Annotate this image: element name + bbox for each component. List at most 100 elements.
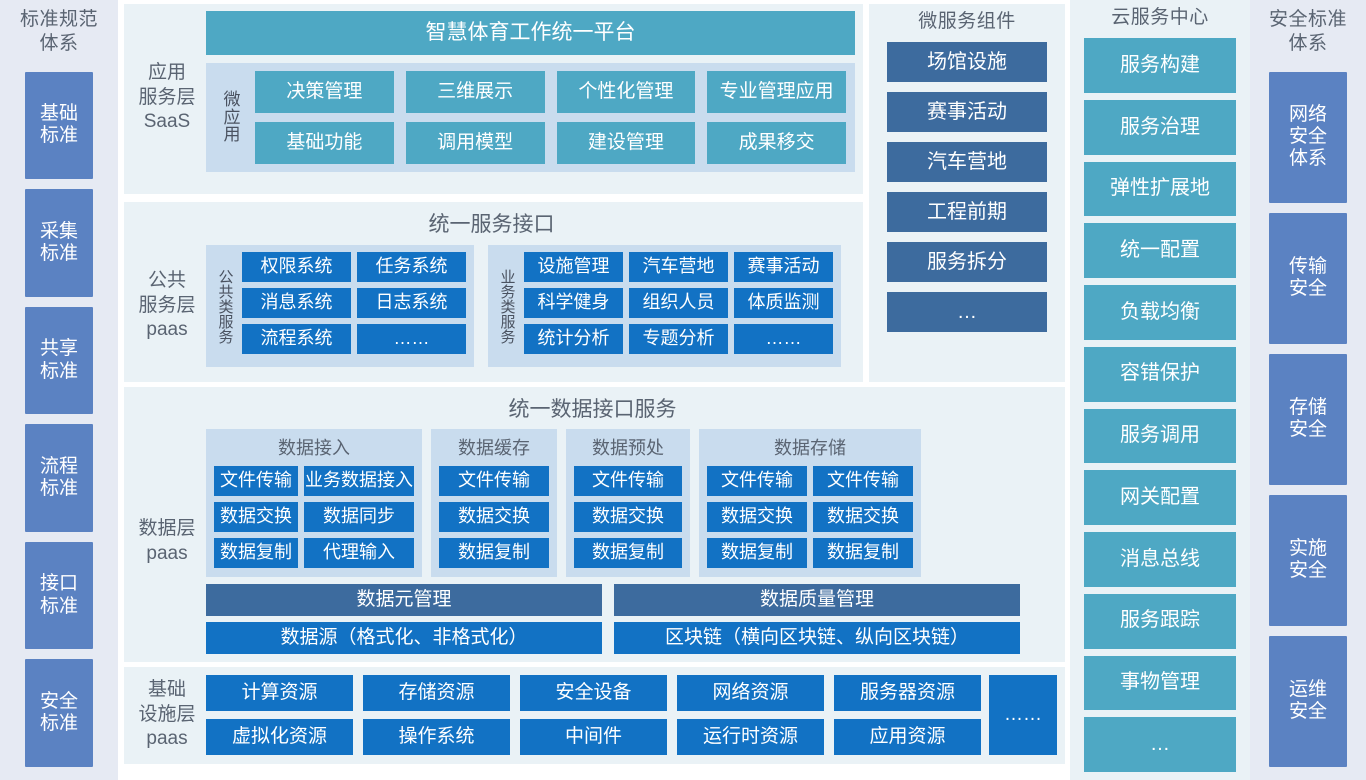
app-3d-display[interactable]: 三维展示 xyxy=(405,71,545,113)
app-construction-mgmt[interactable]: 建设管理 xyxy=(556,122,696,164)
cloud-fault-tolerance[interactable]: 容错保护 xyxy=(1084,346,1236,402)
app-result-handover[interactable]: 成果移交 xyxy=(707,122,846,164)
business-service-grid: 设施管理 汽车营地 赛事活动 科学健身 组织人员 体质监测 统计分析 专题分析 … xyxy=(524,252,833,360)
dc-data-replicate[interactable]: 数据复制 xyxy=(439,538,549,568)
cloud-service-build[interactable]: 服务构建 xyxy=(1084,38,1236,94)
cloud-service-center-column: 云服务中心 服务构建 服务治理 弹性扩展地 统一配置 负载均衡 容错保护 服务调… xyxy=(1070,0,1250,780)
security-implementation[interactable]: 实施 安全 xyxy=(1269,494,1347,626)
ms-more[interactable]: … xyxy=(887,292,1047,333)
cloud-elastic-scaling[interactable]: 弹性扩展地 xyxy=(1084,161,1236,217)
infra-compute-resource[interactable]: 计算资源 xyxy=(206,675,353,711)
app-call-model[interactable]: 调用模型 xyxy=(405,122,545,164)
app-professional-mgmt[interactable]: 专业管理应用 xyxy=(707,71,846,113)
svc-log-system[interactable]: 日志系统 xyxy=(357,288,466,318)
standard-item-interface[interactable]: 接口 标准 xyxy=(25,541,93,650)
infra-security-device[interactable]: 安全设备 xyxy=(520,675,667,711)
infra-runtime-resource[interactable]: 运行时资源 xyxy=(677,719,824,755)
saas-layer-label: 应用 服务层 SaaS xyxy=(138,61,196,133)
svc-event-activity[interactable]: 赛事活动 xyxy=(734,252,833,282)
svc-permission-system[interactable]: 权限系统 xyxy=(242,252,351,282)
di-proxy-input[interactable]: 代理输入 xyxy=(304,538,414,568)
cloud-more[interactable]: … xyxy=(1084,717,1236,772)
dp-file-transfer[interactable]: 文件传输 xyxy=(574,466,682,496)
cloud-unified-config[interactable]: 统一配置 xyxy=(1084,223,1236,279)
svc-physique-monitor[interactable]: 体质监测 xyxy=(734,288,833,318)
dc-data-exchange[interactable]: 数据交换 xyxy=(439,502,549,532)
ms-car-camp[interactable]: 汽车营地 xyxy=(887,142,1047,183)
security-transmission[interactable]: 传输 安全 xyxy=(1269,212,1347,344)
svc-facility-mgmt[interactable]: 设施管理 xyxy=(524,252,623,282)
data-quality-management[interactable]: 数据质量管理 xyxy=(614,584,1020,616)
infra-network-resource[interactable]: 网络资源 xyxy=(677,675,824,711)
di-data-replicate[interactable]: 数据复制 xyxy=(214,538,298,568)
svc-task-system[interactable]: 任务系统 xyxy=(357,252,466,282)
data-layer: 统一数据接口服务 数据层 paas 数据接入 文件传输 业务数据接入 数据交换 … xyxy=(124,387,1065,662)
standards-rail-left-title: 标准规范 体系 xyxy=(19,9,98,55)
standard-item-process[interactable]: 流程 标准 xyxy=(25,424,93,532)
svc-statistic-analysis[interactable]: 统计分析 xyxy=(524,324,623,354)
dp-data-replicate[interactable]: 数据复制 xyxy=(574,538,682,568)
app-personalized-mgmt[interactable]: 个性化管理 xyxy=(556,71,696,113)
security-operation[interactable]: 运维 安全 xyxy=(1269,635,1347,768)
svc-topic-analysis[interactable]: 专题分析 xyxy=(629,324,728,354)
dc-file-transfer[interactable]: 文件传输 xyxy=(439,466,549,496)
ds-data-exchange-2[interactable]: 数据交换 xyxy=(813,502,913,532)
security-storage[interactable]: 存储 安全 xyxy=(1269,353,1347,485)
data-mgmt-row: 数据元管理 数据质量管理 xyxy=(206,584,1057,616)
blockchain-block[interactable]: 区块链（横向区块链、纵向区块链） xyxy=(614,622,1020,654)
infra-more[interactable]: …… xyxy=(989,675,1057,755)
unified-platform-banner[interactable]: 智慧体育工作统一平台 xyxy=(206,11,855,55)
ds-file-transfer-2[interactable]: 文件传输 xyxy=(813,466,913,496)
data-ingest-grid: 文件传输 业务数据接入 数据交换 数据同步 数据复制 代理输入 xyxy=(214,466,414,568)
cloud-transaction-mgmt[interactable]: 事物管理 xyxy=(1084,655,1236,711)
svc-more[interactable]: …… xyxy=(357,324,466,354)
data-element-management[interactable]: 数据元管理 xyxy=(206,584,602,616)
ds-file-transfer-1[interactable]: 文件传输 xyxy=(707,466,807,496)
infrastructure-more-wrap: …… xyxy=(989,675,1057,755)
data-preprocess-title: 数据预处 xyxy=(592,438,664,458)
cloud-gateway-config[interactable]: 网关配置 xyxy=(1084,470,1236,526)
infra-storage-resource[interactable]: 存储资源 xyxy=(363,675,510,711)
di-file-transfer[interactable]: 文件传输 xyxy=(214,466,298,496)
app-decision-management[interactable]: 决策管理 xyxy=(255,71,394,113)
cloud-service-governance[interactable]: 服务治理 xyxy=(1084,100,1236,155)
svc-message-system[interactable]: 消息系统 xyxy=(242,288,351,318)
infra-server-resource[interactable]: 服务器资源 xyxy=(834,675,981,711)
infra-middleware[interactable]: 中间件 xyxy=(520,719,667,755)
standard-item-share[interactable]: 共享 标准 xyxy=(25,306,93,415)
ms-service-split[interactable]: 服务拆分 xyxy=(887,242,1047,283)
di-data-sync[interactable]: 数据同步 xyxy=(304,502,414,532)
infra-application-resource[interactable]: 应用资源 xyxy=(834,719,981,755)
app-basic-function[interactable]: 基础功能 xyxy=(255,122,394,164)
public-service-layer: 统一服务接口 公共 服务层 paas 公共类服务 权限系统 任务系统 消息系统 … xyxy=(124,202,863,382)
svc-process-system[interactable]: 流程系统 xyxy=(242,324,351,354)
svc-car-camp[interactable]: 汽车营地 xyxy=(629,252,728,282)
ds-data-replicate-1[interactable]: 数据复制 xyxy=(707,538,807,568)
ms-venue-facility[interactable]: 场馆设施 xyxy=(887,42,1047,83)
di-data-exchange[interactable]: 数据交换 xyxy=(214,502,298,532)
dp-data-exchange[interactable]: 数据交换 xyxy=(574,502,682,532)
data-ingest-title: 数据接入 xyxy=(278,438,350,458)
svc-organization-staff[interactable]: 组织人员 xyxy=(629,288,728,318)
standard-item-basic[interactable]: 基础 标准 xyxy=(25,71,93,180)
infra-operating-system[interactable]: 操作系统 xyxy=(363,719,510,755)
ms-event-activity[interactable]: 赛事活动 xyxy=(887,92,1047,133)
standard-item-security[interactable]: 安全 标准 xyxy=(25,659,93,767)
svc-scientific-fitness[interactable]: 科学健身 xyxy=(524,288,623,318)
cloud-service-invoke[interactable]: 服务调用 xyxy=(1084,408,1236,464)
ds-data-exchange-1[interactable]: 数据交换 xyxy=(707,502,807,532)
business-service-group-tag: 业务类服务 xyxy=(498,268,516,344)
cloud-service-trace[interactable]: 服务跟踪 xyxy=(1084,593,1236,649)
security-network-system[interactable]: 网络 安全 体系 xyxy=(1269,71,1347,203)
infrastructure-layer: 基础 设施层 paas 计算资源 存储资源 安全设备 网络资源 服务器资源 虚拟… xyxy=(124,667,1065,764)
infra-virtualization[interactable]: 虚拟化资源 xyxy=(206,719,353,755)
di-business-ingest[interactable]: 业务数据接入 xyxy=(304,466,414,496)
center-stack: 应用 服务层 SaaS 智慧体育工作统一平台 微 应 用 决策管理 三维展示 个… xyxy=(118,0,1070,780)
ms-project-prephase[interactable]: 工程前期 xyxy=(887,192,1047,233)
cloud-load-balance[interactable]: 负载均衡 xyxy=(1084,285,1236,340)
standard-item-collect[interactable]: 采集 标准 xyxy=(25,189,93,297)
ds-data-replicate-2[interactable]: 数据复制 xyxy=(813,538,913,568)
svc-business-more[interactable]: …… xyxy=(734,324,833,354)
cloud-message-bus[interactable]: 消息总线 xyxy=(1084,532,1236,587)
data-source-block[interactable]: 数据源（格式化、非格式化） xyxy=(206,622,602,654)
